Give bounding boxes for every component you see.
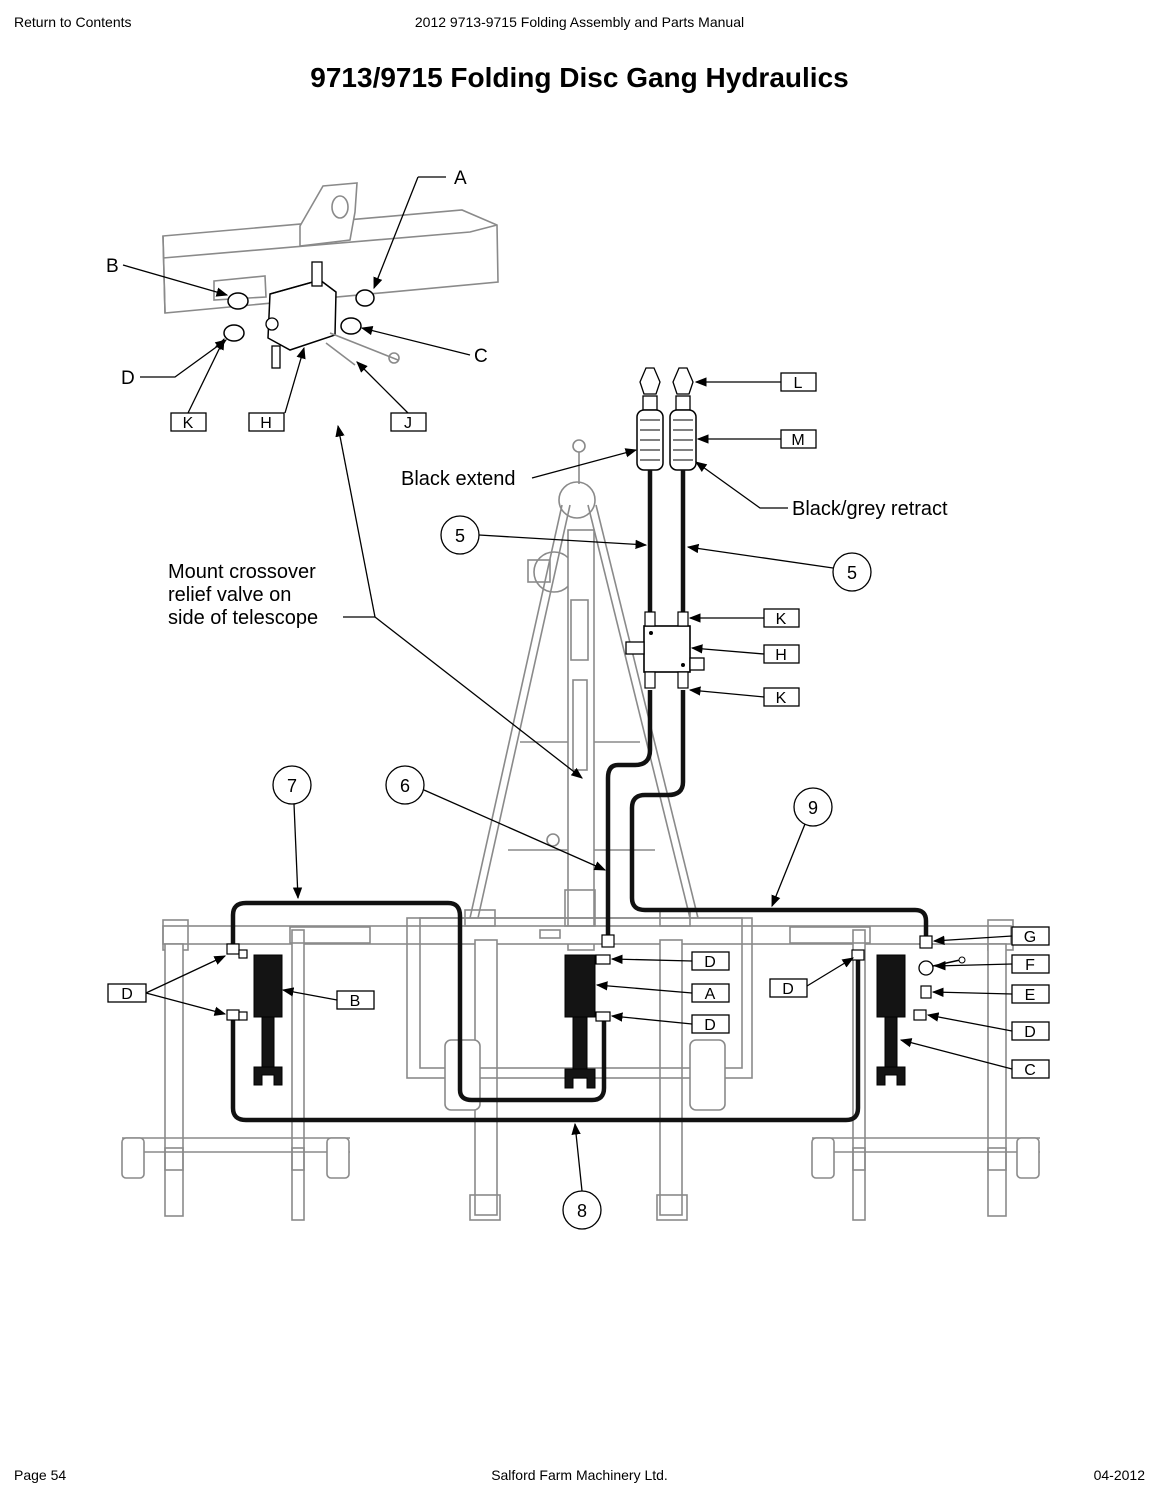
label-b: B <box>106 256 119 277</box>
label-l: L <box>794 375 803 392</box>
balloon-8: 8 <box>577 1201 587 1221</box>
label-b-cylinder: B <box>350 993 361 1010</box>
balloon-6: 6 <box>400 776 410 796</box>
label-h: H <box>260 415 272 432</box>
label-k-lower: K <box>776 690 787 707</box>
balloon-5-right: 5 <box>847 563 857 583</box>
balloon-7: 7 <box>287 776 297 796</box>
manual-title: 2012 9713-9715 Folding Assembly and Part… <box>414 14 745 30</box>
label-f: F <box>1025 957 1035 974</box>
label-a: A <box>454 168 467 189</box>
label-c: C <box>474 346 488 367</box>
valve-mount-detail <box>162 182 499 369</box>
label-c-cylinder: C <box>1024 1062 1036 1079</box>
frame <box>121 439 1040 1221</box>
main-callouts: L M Black extend Black/grey retract 5 5 … <box>107 372 1050 1230</box>
note-mount-line-3: side of telescope <box>168 607 318 629</box>
note-mount-line-1: Mount crossover <box>168 561 316 583</box>
label-a-cylinder: A <box>705 986 716 1003</box>
label-k: K <box>183 415 194 432</box>
note-black-extend: Black extend <box>401 468 516 490</box>
page-number: Page 54 <box>14 1467 67 1483</box>
label-d-right-center: D <box>782 981 794 998</box>
label-d-center-upper: D <box>704 954 716 971</box>
page-title: 9713/9715 Folding Disc Gang Hydraulics <box>310 62 849 93</box>
quick-couplers <box>636 367 697 471</box>
label-g: G <box>1024 929 1036 946</box>
label-d-center-lower: D <box>704 1017 716 1034</box>
label-h-valve: H <box>775 647 787 664</box>
label-d-right: D <box>1024 1024 1036 1041</box>
hydraulic-cylinders <box>253 954 906 1089</box>
label-e: E <box>1025 987 1036 1004</box>
balloon-5-left: 5 <box>455 526 465 546</box>
label-k-upper: K <box>776 611 787 628</box>
label-m: M <box>791 432 804 449</box>
label-d: D <box>121 368 135 389</box>
detail-callouts: A B C D K H J <box>106 168 488 432</box>
label-j: J <box>404 415 412 432</box>
return-to-contents-link[interactable]: Return to Contents <box>14 14 132 30</box>
hoses <box>230 470 929 1123</box>
balloon-9: 9 <box>808 798 818 818</box>
company-name: Salford Farm Machinery Ltd. <box>491 1467 668 1483</box>
revision-date: 04-2012 <box>1093 1467 1145 1483</box>
note-mount-line-2: relief valve on <box>168 584 291 606</box>
label-d-left: D <box>121 986 133 1003</box>
crossover-relief-valve <box>625 611 705 689</box>
note-black-grey-retract: Black/grey retract <box>792 498 948 520</box>
